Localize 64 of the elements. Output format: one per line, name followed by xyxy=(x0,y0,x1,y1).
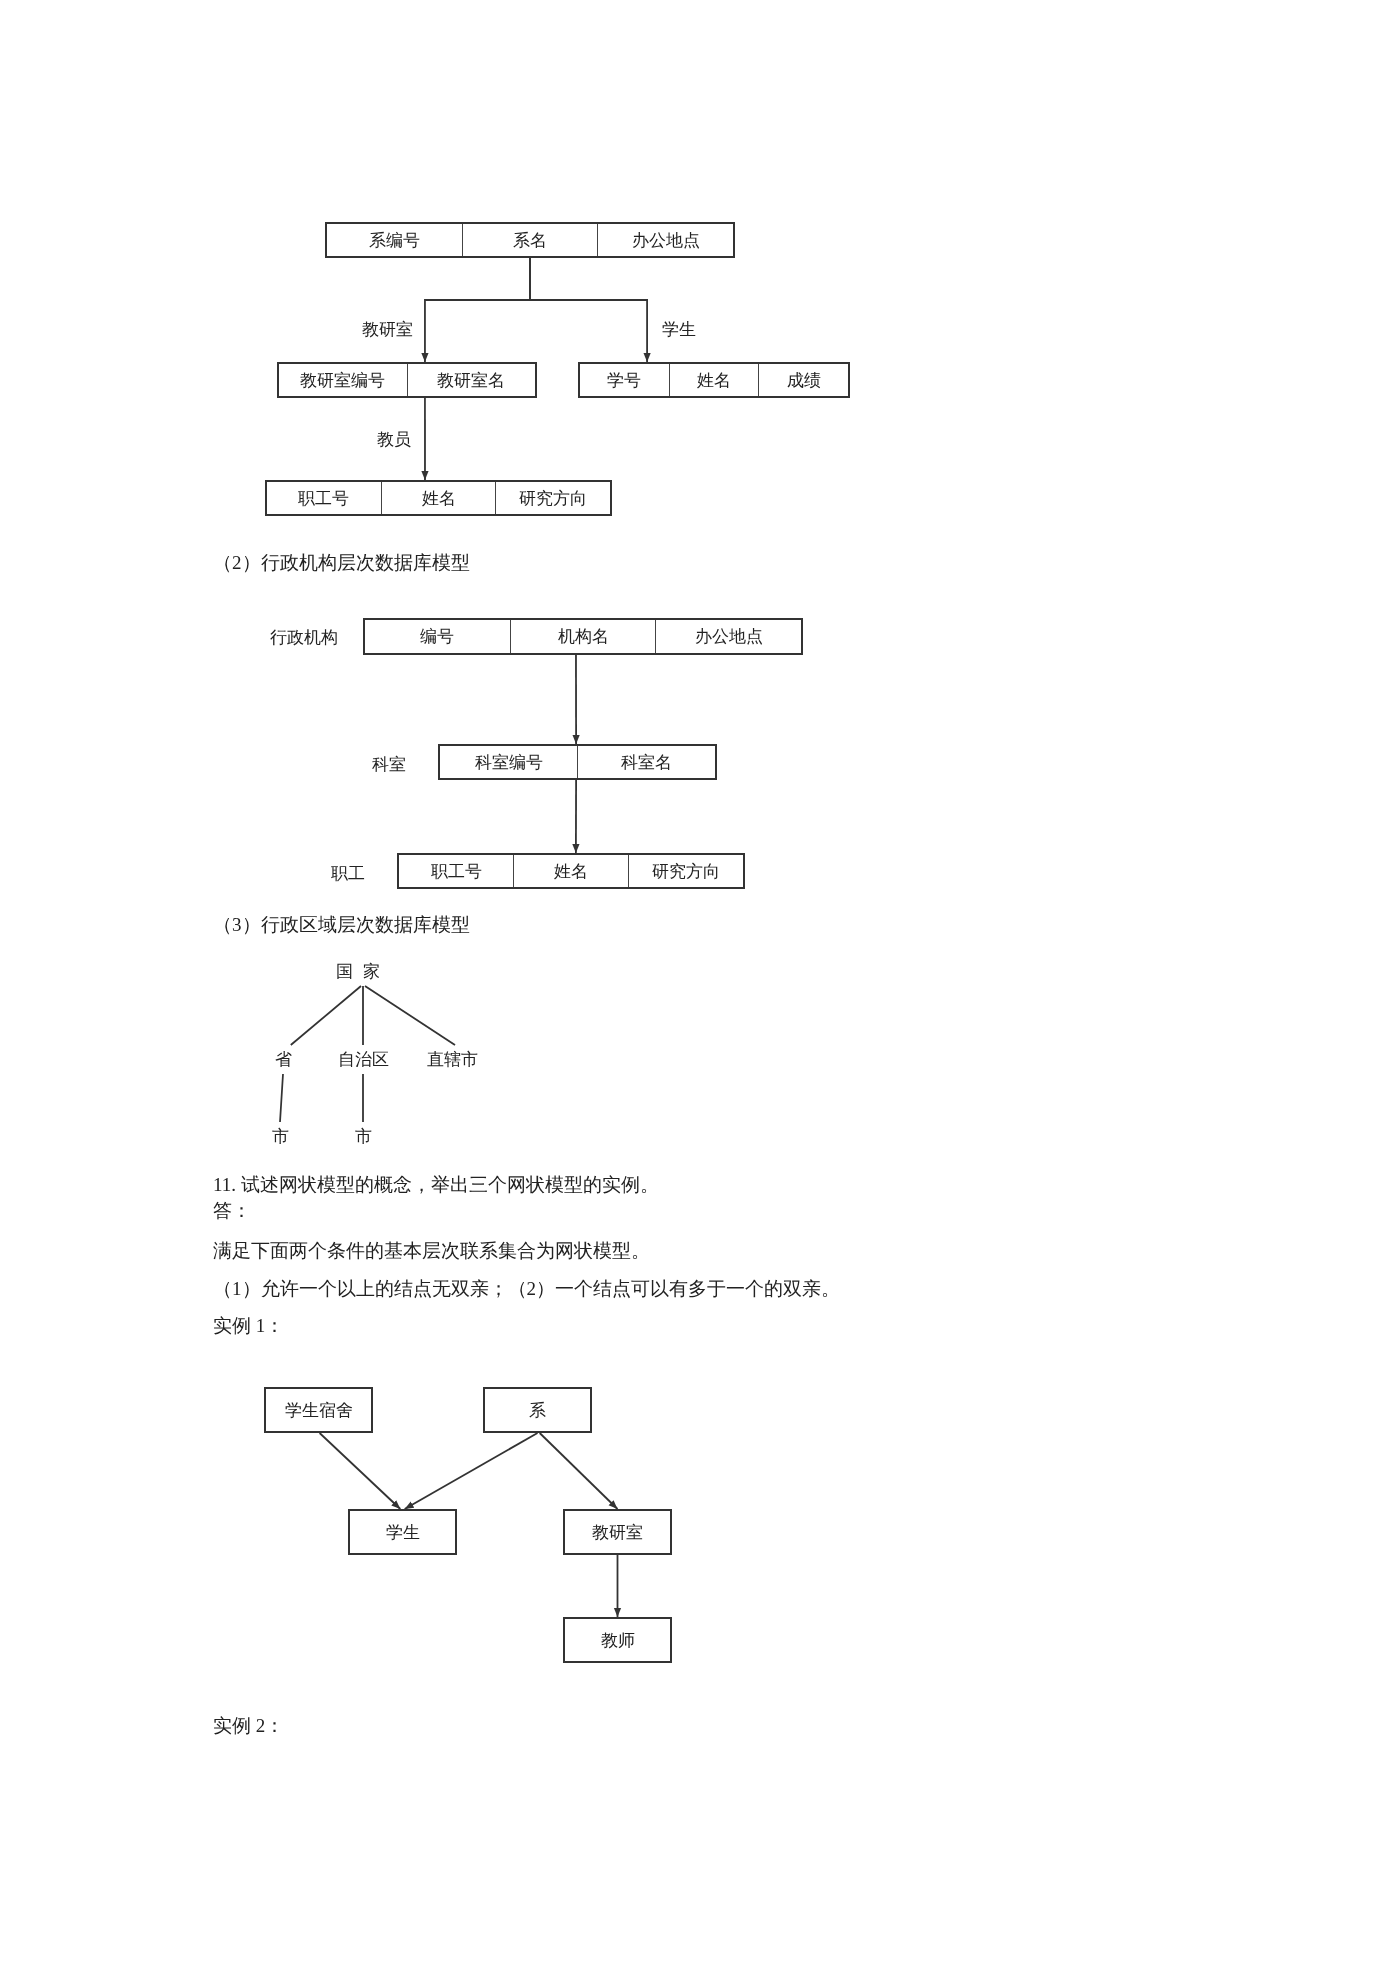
edge-label: 教员 xyxy=(375,428,413,451)
record-box xyxy=(325,222,735,258)
connector-line xyxy=(362,1073,364,1123)
field-name: 姓名 xyxy=(668,364,759,396)
field-name: 教研室编号 xyxy=(299,369,387,392)
entity-box: 学生 xyxy=(348,1509,457,1555)
field-name: 系名 xyxy=(461,224,598,256)
record-box xyxy=(438,744,717,780)
field-name: 科室编号 xyxy=(473,751,544,774)
record-box xyxy=(265,480,612,516)
arrow xyxy=(572,779,580,854)
field-name: 学号 xyxy=(606,369,643,392)
record-name: 职工 xyxy=(331,863,365,885)
field-name: 研究方向 xyxy=(628,855,743,887)
field-name: 职工号 xyxy=(297,487,351,510)
tree-label: 自治区 xyxy=(335,1048,391,1071)
arrow xyxy=(538,1432,619,1510)
field-name: 编号 xyxy=(419,626,456,648)
text-line: （2）行政机构层次数据库模型 xyxy=(213,551,470,575)
field-name: 机构名 xyxy=(509,620,656,653)
field-name: 教研室名 xyxy=(406,364,535,396)
tree-label: 国家 xyxy=(330,960,396,983)
tree-label: 市 xyxy=(268,1125,292,1148)
entity-box: 教师 xyxy=(563,1617,672,1663)
tree-label: 省 xyxy=(270,1048,296,1071)
record-box xyxy=(363,618,803,655)
arrow xyxy=(421,397,429,481)
arrow xyxy=(572,654,580,745)
record-name: 行政机构 xyxy=(270,627,338,649)
field-name: 研究方向 xyxy=(495,482,610,514)
arrow xyxy=(613,1554,622,1618)
field-name: 系编号 xyxy=(367,229,421,252)
field-name: 成绩 xyxy=(758,364,848,396)
connector-line xyxy=(289,985,362,1046)
field-name: 姓名 xyxy=(513,855,628,887)
edge-label: 教研室 xyxy=(360,318,415,341)
record-box xyxy=(277,362,537,398)
connector-line xyxy=(279,1073,284,1123)
field-name: 办公地点 xyxy=(597,224,733,256)
edge-label: 学生 xyxy=(660,318,698,341)
entity-box: 学生宿舍 xyxy=(264,1387,373,1433)
field-name: 办公地点 xyxy=(655,620,801,653)
record-name: 科室 xyxy=(372,754,406,776)
text-line: （3）行政区域层次数据库模型 xyxy=(213,913,470,937)
text-line: 实例 2： xyxy=(213,1714,285,1738)
record-box xyxy=(578,362,850,398)
text-line: 答： xyxy=(213,1199,251,1223)
connector-line xyxy=(362,985,364,1046)
arrow xyxy=(318,1432,402,1510)
field-name: 职工号 xyxy=(429,860,483,883)
field-name: 科室名 xyxy=(577,746,715,778)
tree-label: 市 xyxy=(351,1125,375,1148)
text-line: （1）允许一个以上的结点无双亲；（2）一个结点可以有多于一个的双亲。 xyxy=(213,1277,840,1301)
text-line: 满足下面两个条件的基本层次联系集合为网状模型。 xyxy=(213,1239,650,1263)
text-line: 11. 试述网状模型的概念，举出三个网状模型的实例。 xyxy=(213,1173,659,1197)
text-line: 实例 1： xyxy=(213,1314,285,1338)
connector-line xyxy=(364,985,456,1046)
entity-box: 系 xyxy=(483,1387,592,1433)
entity-box: 教研室 xyxy=(563,1509,672,1555)
tree-label: 直辖市 xyxy=(422,1048,482,1071)
arrow xyxy=(529,257,651,363)
arrow xyxy=(403,1432,539,1510)
field-name: 姓名 xyxy=(380,482,496,514)
record-box xyxy=(397,853,745,889)
